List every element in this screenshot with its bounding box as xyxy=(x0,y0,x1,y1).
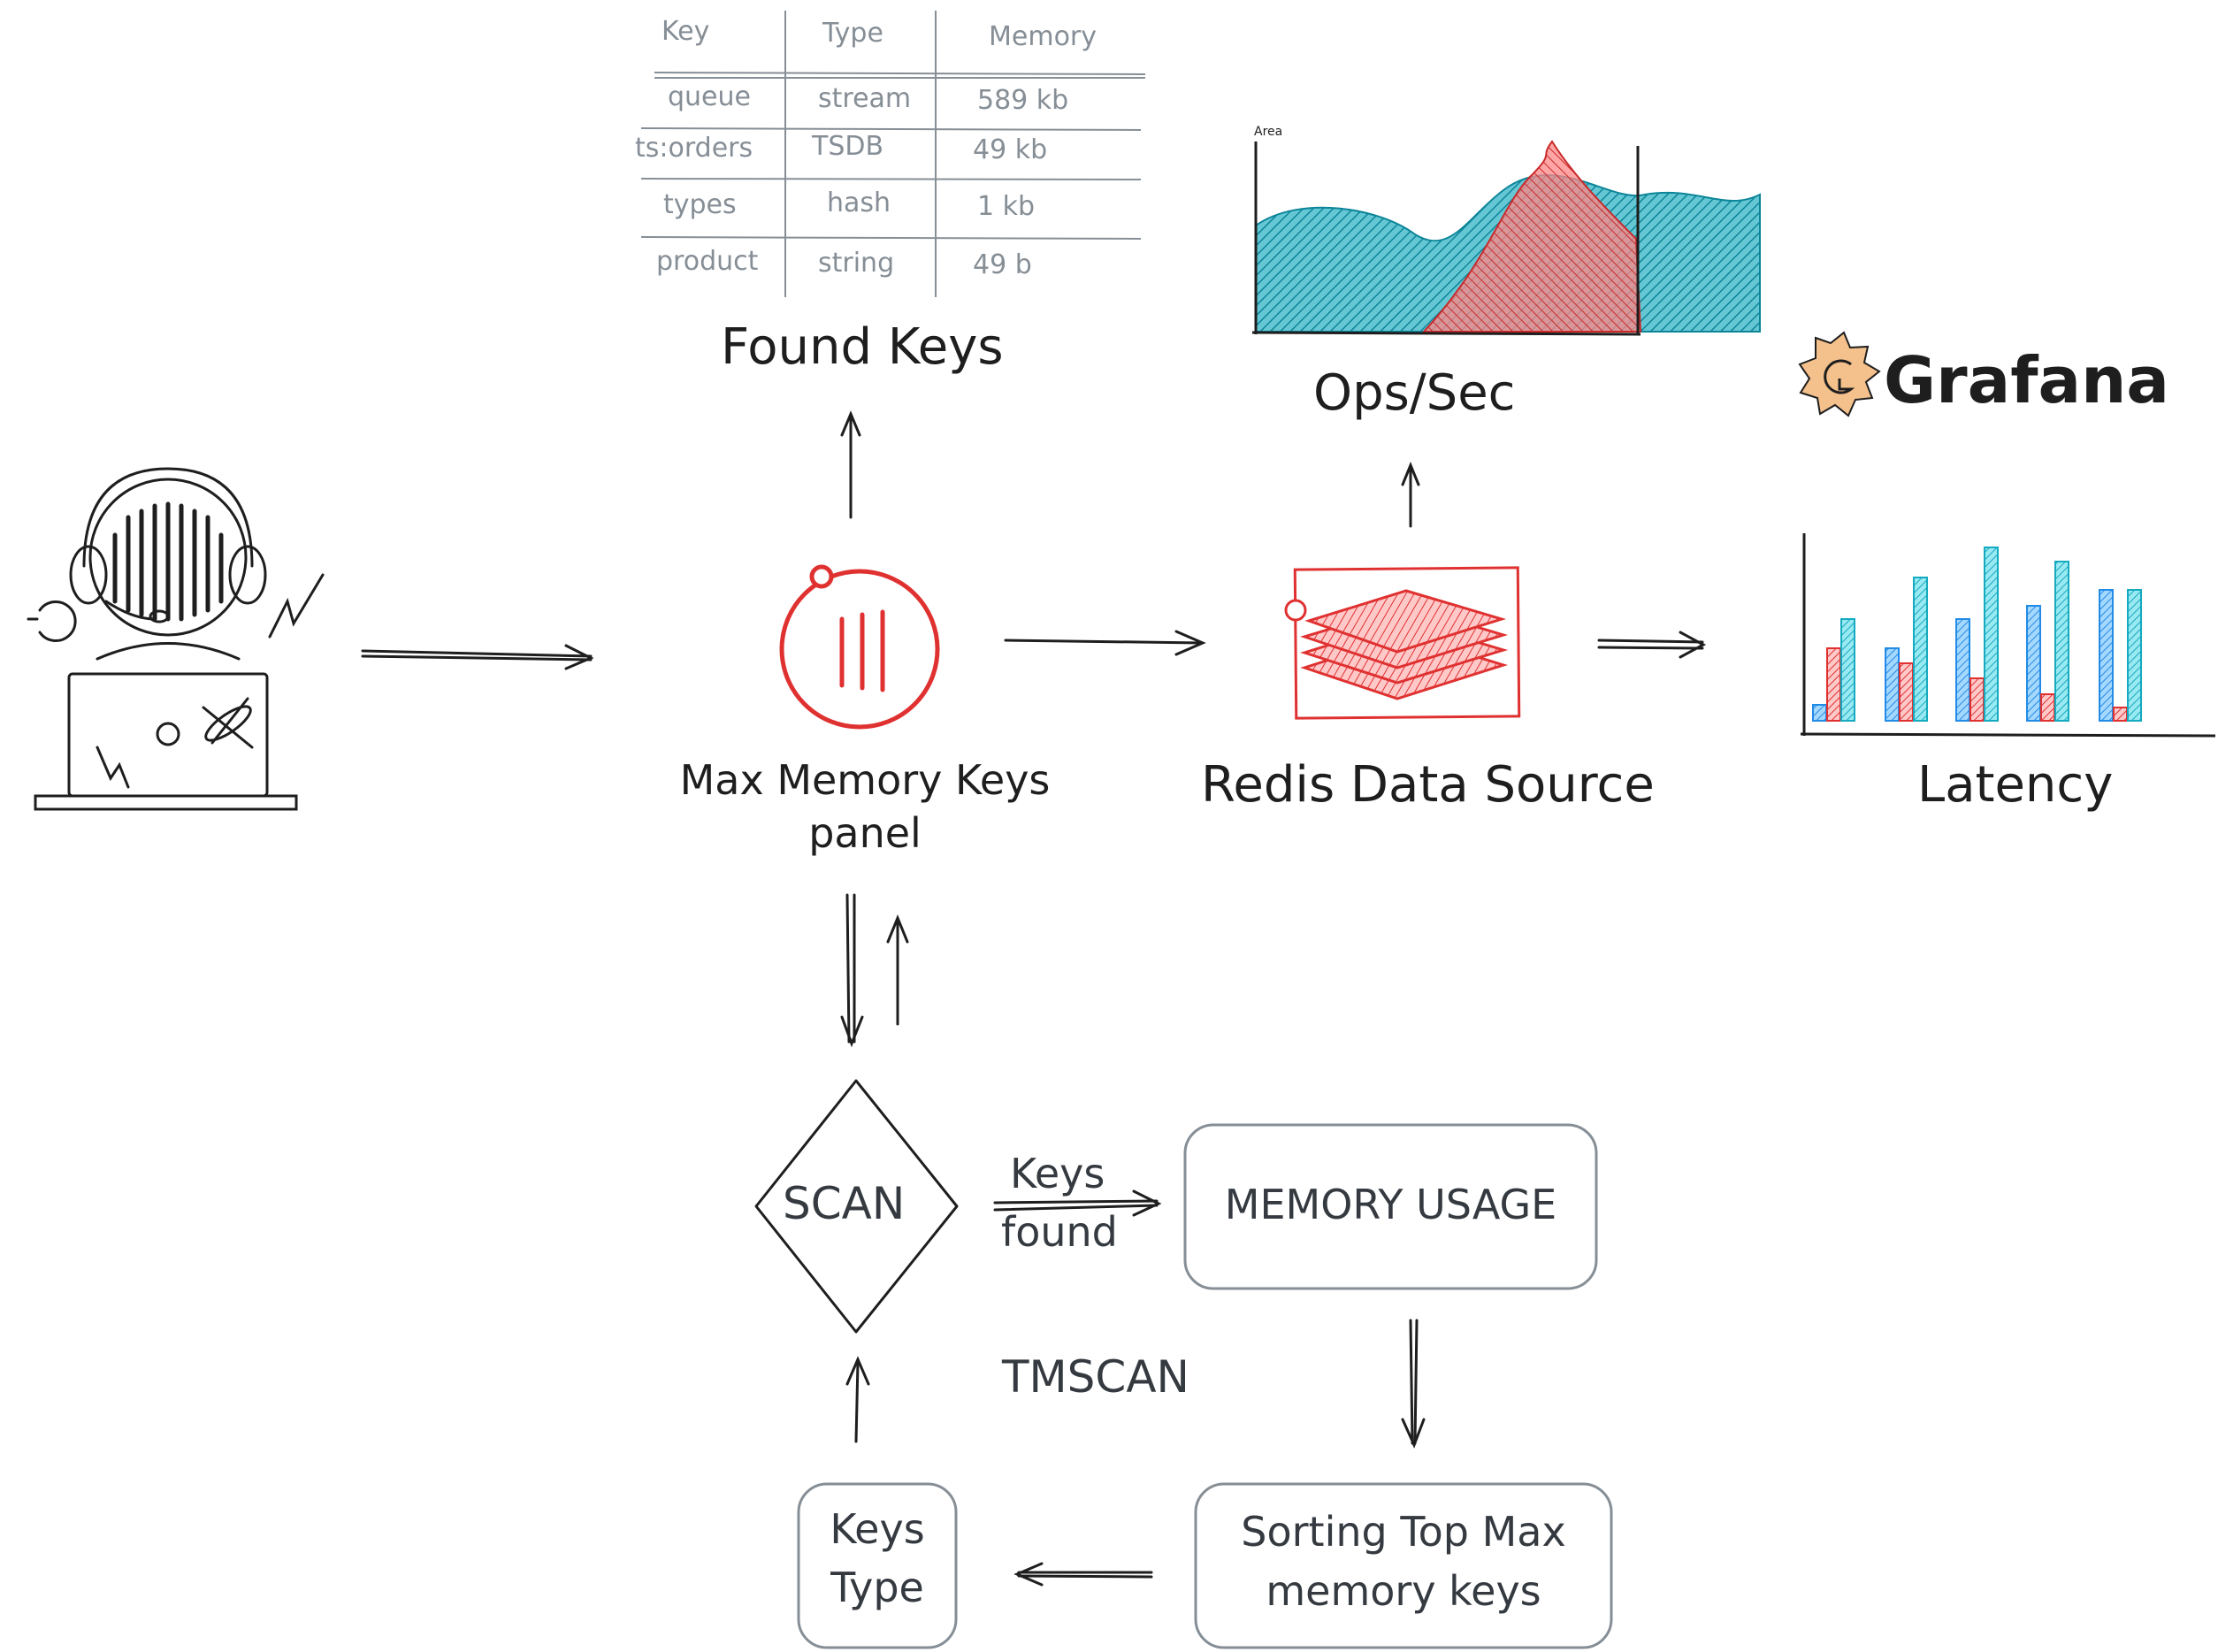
table-cell: hash xyxy=(827,187,891,218)
tmscan-label: TMSCAN xyxy=(1002,1351,1189,1403)
table-header-type: Type xyxy=(822,18,883,49)
grafana-label: Grafana xyxy=(1884,343,2169,417)
table-cell: ts:orders xyxy=(635,133,753,164)
arrow-sorting-to-keys-type xyxy=(1013,1562,1153,1587)
latency-bar xyxy=(1812,704,1827,722)
table-cell: product xyxy=(656,246,759,277)
arrow-scan-to-memory-usage xyxy=(993,1189,1162,1217)
table-cell: TSDB xyxy=(812,131,884,162)
redis-data-source-label: Redis Data Source xyxy=(1201,756,1655,814)
latency-bar xyxy=(1913,577,1928,722)
keys-type-label-line2: Type xyxy=(830,1564,924,1611)
scan-label: SCAN xyxy=(783,1178,906,1229)
latency-bar xyxy=(1840,618,1855,722)
table-cell: stream xyxy=(818,83,912,114)
latency-bar xyxy=(2026,605,2041,722)
arrow-panel-to-redis xyxy=(1004,630,1206,656)
arrow-redis-to-ops-sec xyxy=(1401,462,1420,528)
ops-sec-label: Ops/Sec xyxy=(1313,364,1516,422)
scan-diamond xyxy=(754,1079,959,1334)
table-cell: string xyxy=(818,248,895,279)
latency-bar-chart xyxy=(1800,533,2216,738)
keys-type-box xyxy=(797,1482,958,1649)
arrow-keys-type-to-scan xyxy=(845,1356,870,1443)
table-header-memory: Memory xyxy=(989,21,1098,52)
keys-found-label-line1: Keys xyxy=(1010,1150,1105,1197)
memory-usage-box xyxy=(1183,1123,1598,1290)
arrow-scan-to-panel xyxy=(886,914,909,1026)
redis-data-source-icon xyxy=(1284,566,1521,720)
latency-bar xyxy=(2040,693,2055,722)
area-chart-caption: Area xyxy=(1254,125,1283,139)
found-keys-label: Found Keys xyxy=(721,318,1004,376)
memory-usage-label: MEMORY USAGE xyxy=(1224,1181,1557,1228)
sorting-label-line1: Sorting Top Max xyxy=(1241,1508,1566,1556)
table-cell: 49 b xyxy=(973,249,1032,280)
table-cell: 49 kb xyxy=(973,134,1048,165)
table-cell: types xyxy=(663,189,737,220)
keys-found-label-line2: found xyxy=(1001,1208,1118,1256)
arrow-memory-usage-to-sorting xyxy=(1401,1319,1426,1449)
latency-bar xyxy=(1885,647,1900,722)
latency-label: Latency xyxy=(1917,756,2114,814)
arrow-panel-to-found-keys xyxy=(840,410,861,519)
latency-bar xyxy=(2113,707,2128,722)
grafana-logo-icon xyxy=(1798,331,1881,417)
keys-type-label-line1: Keys xyxy=(830,1505,925,1553)
max-memory-panel-icon xyxy=(779,564,940,730)
latency-bar xyxy=(1826,647,1841,722)
latency-bar xyxy=(1955,618,1970,722)
table-header-key: Key xyxy=(662,16,710,47)
arrow-redis-to-latency xyxy=(1597,631,1707,659)
latency-bar xyxy=(2127,589,2142,722)
latency-bar xyxy=(1899,662,1914,722)
ops-sec-area-chart xyxy=(1251,140,1761,336)
max-memory-label-line1: Max Memory Keys xyxy=(679,756,1051,804)
user-at-laptop-icon xyxy=(27,467,325,811)
max-memory-label-line2: panel xyxy=(808,809,922,857)
table-cell: 589 kb xyxy=(977,85,1069,116)
latency-bar xyxy=(2054,561,2069,722)
table-cell: 1 kb xyxy=(977,191,1036,222)
sorting-label-line2: memory keys xyxy=(1266,1567,1541,1615)
latency-bar xyxy=(1984,547,1999,722)
arrow-panel-to-scan xyxy=(840,893,864,1048)
latency-bar xyxy=(1969,677,1985,722)
table-cell: queue xyxy=(668,81,751,112)
sorting-box xyxy=(1194,1482,1613,1649)
arrow-user-to-panel xyxy=(361,644,594,670)
latency-bar xyxy=(2099,589,2114,722)
found-keys-table xyxy=(640,11,1146,297)
